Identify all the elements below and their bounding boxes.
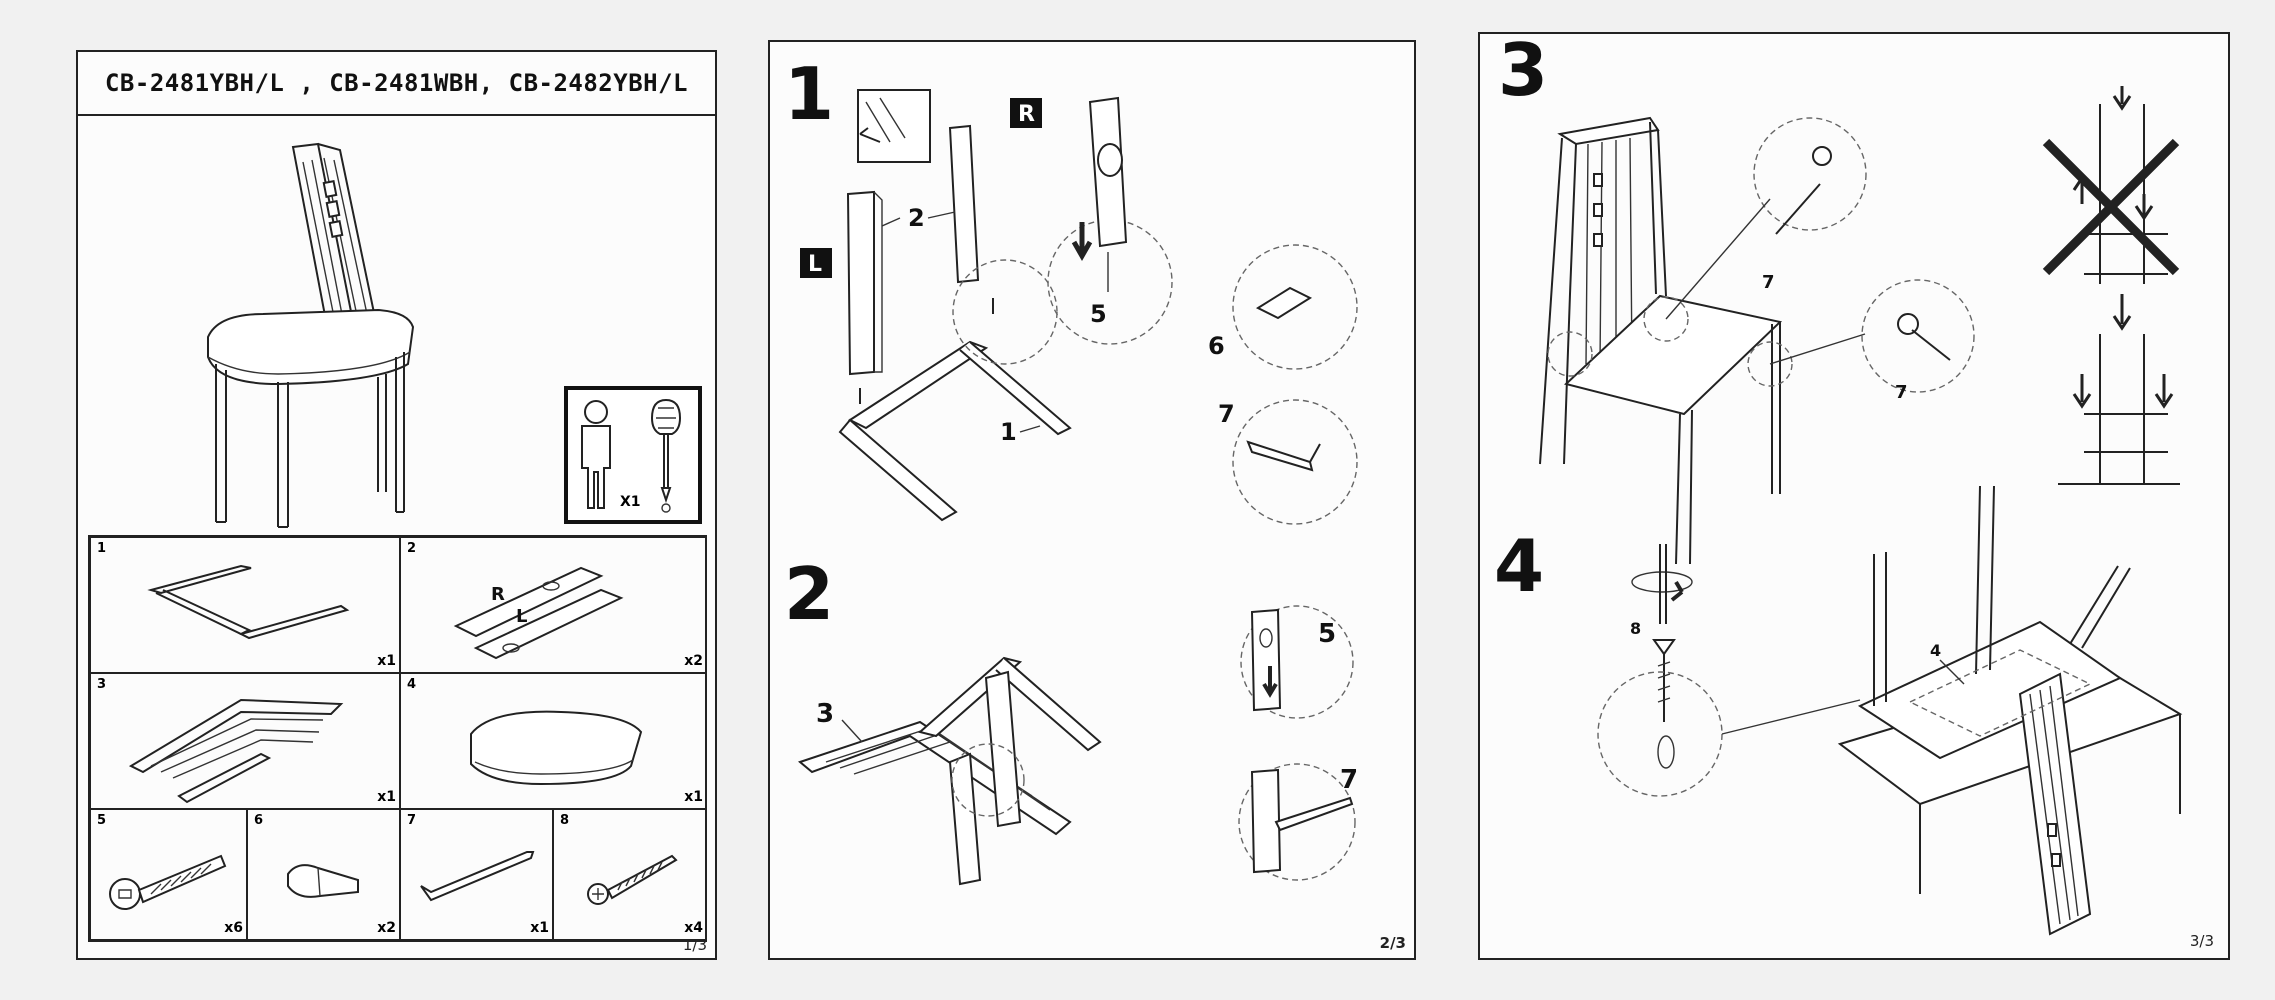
part-cell: 2 R L x2 (400, 537, 707, 673)
callout-label: 6 (1208, 332, 1225, 360)
page-number: 3/3 (2189, 932, 2214, 950)
part-quantity: x1 (377, 789, 396, 805)
instruction-page-1: CB-2481YBH/L , CB-2481WBH, CB-2482YBH/L … (76, 50, 717, 960)
part-cell: 3 x1 (90, 673, 400, 809)
callout-label: 7 (1218, 400, 1235, 428)
callout-label: 7 (1762, 272, 1775, 293)
part-cell: 5 x6 (90, 809, 247, 940)
allen-key-illustration (420, 851, 535, 902)
part-number: 2 (407, 541, 417, 556)
assembly-requirements-box: X1 (564, 386, 702, 524)
step-number: 1 (784, 52, 835, 136)
part-quantity: x6 (224, 920, 243, 936)
step-number: 2 (784, 552, 835, 636)
part-cell: 6 x2 (247, 809, 400, 940)
part-number: 4 (407, 677, 417, 692)
part-number: 8 (560, 813, 570, 828)
seat-frame-illustration (147, 564, 350, 640)
person-and-screwdriver-icon (581, 398, 682, 513)
callout-label: 5 (1090, 300, 1107, 328)
callout-label: 7 (1895, 382, 1908, 403)
model-title: CB-2481YBH/L , CB-2481WBH, CB-2482YBH/L (78, 52, 715, 116)
step-1-2-illustration: R L 2 1 5 6 7 (797, 89, 1358, 886)
page-number: 1/3 (682, 936, 707, 954)
chair-overview-illustration (207, 142, 415, 528)
parts-list: 1 x1 2 R L x2 3 (88, 535, 707, 942)
bolt-illustration (109, 854, 227, 910)
instruction-page-3: 3 4 7 7 (1478, 28, 2230, 960)
backrest-illustration (128, 698, 344, 804)
part-quantity: x2 (377, 920, 396, 936)
callout-label: 8 (1630, 619, 1641, 638)
part-quantity: x1 (684, 789, 703, 805)
callout-label: 1 (1000, 418, 1017, 446)
part-cell: 8 x4 (553, 809, 707, 940)
part-number: 5 (97, 813, 107, 828)
instruction-page-2: 1 2 R L 2 1 5 6 (768, 40, 1416, 960)
people-count: X1 (620, 494, 641, 510)
corner-bracket-illustration (287, 864, 359, 898)
rail-tag-left: L (808, 252, 822, 277)
callout-label: 2 (908, 204, 925, 232)
callout-label: 5 (1318, 619, 1336, 649)
callout-label: 7 (1340, 765, 1358, 795)
page-number: 2/3 (1379, 934, 1406, 952)
part-number: 6 (254, 813, 264, 828)
part-number: 1 (97, 541, 107, 556)
part-quantity: x4 (684, 920, 703, 936)
rail-tag-right: R (1018, 102, 1035, 127)
callout-label: 4 (1930, 641, 1941, 660)
step-3-4-illustration: 7 7 8 (1539, 86, 2183, 936)
part-quantity: x1 (377, 653, 396, 669)
rail-label-right: R (491, 584, 505, 605)
part-number: 3 (97, 677, 107, 692)
part-quantity: x2 (684, 653, 703, 669)
part-number: 7 (407, 813, 417, 828)
seat-cushion-illustration (470, 710, 643, 786)
rail-label-left: L (516, 606, 527, 627)
step-number: 3 (1498, 28, 1549, 112)
part-cell: 1 x1 (90, 537, 400, 673)
part-quantity: x1 (530, 920, 549, 936)
side-rails-illustration: R L (453, 566, 624, 660)
part-cell: 7 x1 (400, 809, 553, 940)
screw-illustration (587, 854, 678, 905)
step-number: 4 (1494, 524, 1545, 608)
part-cell: 4 x1 (400, 673, 707, 809)
callout-label: 3 (816, 699, 834, 729)
